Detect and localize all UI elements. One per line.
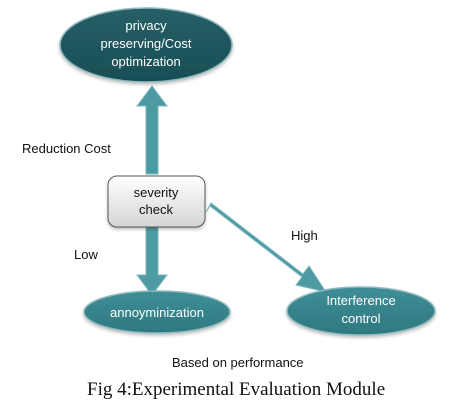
node-interference-control: Interference control	[286, 286, 436, 336]
label-reduction-cost: Reduction Cost	[22, 141, 111, 156]
annoyminization-ellipse	[83, 290, 231, 334]
severity-box	[107, 175, 206, 228]
node-annoyminization: annoyminization	[83, 290, 231, 334]
interference-line-1: Interference	[326, 293, 395, 308]
severity-line-1: severity	[134, 185, 179, 200]
interference-ellipse	[286, 286, 436, 336]
node-privacy-preserving-cost-optimization: privacy preserving/Cost optimization	[59, 7, 233, 83]
arrow-up-to-privacy	[136, 85, 168, 175]
privacy-line-3: optimization	[111, 54, 180, 69]
based-on-performance-text: Based on performance	[172, 355, 304, 370]
label-high: High	[291, 228, 318, 243]
label-low: Low	[74, 247, 98, 262]
arrow-to-interference-control	[205, 202, 328, 293]
privacy-ellipse	[59, 7, 233, 83]
interference-line-2: control	[341, 311, 380, 326]
annoyminization-label: annoyminization	[110, 305, 204, 320]
privacy-line-2: preserving/Cost	[100, 36, 191, 51]
arrow-down-to-anonymization	[136, 224, 168, 296]
privacy-line-1: privacy	[125, 18, 167, 33]
figure-caption: Fig 4:Experimental Evaluation Module	[87, 379, 385, 400]
severity-line-2: check	[139, 202, 173, 217]
node-severity-check: severity check	[107, 175, 206, 228]
